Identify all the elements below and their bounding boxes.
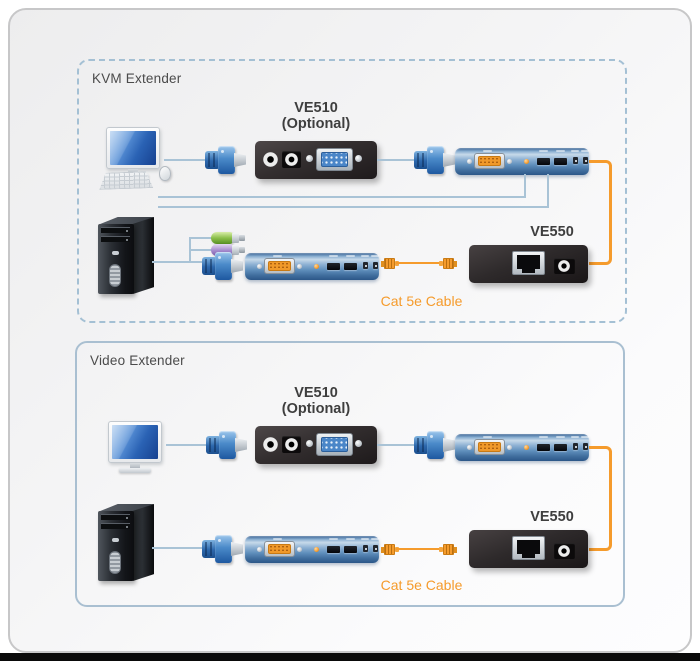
- monitor-screen: [112, 425, 158, 459]
- ps2-keyboard-connector-icon: [211, 232, 248, 244]
- screw-icon: [306, 155, 313, 162]
- cat5e-cable-label: Cat 5e Cable: [380, 293, 463, 309]
- vga-connector-icon: [202, 252, 246, 280]
- extender-unit-bar: [245, 253, 379, 280]
- tower-pc-icon: [98, 504, 156, 582]
- mini-port-icon: [363, 545, 368, 552]
- port-icon: [554, 444, 567, 451]
- vga-connector-icon: [414, 431, 458, 459]
- ve510-device: [255, 141, 377, 179]
- ve510-device: [255, 426, 377, 464]
- kvm-extender-panel: [77, 59, 627, 323]
- mini-port-icon: [373, 262, 378, 269]
- power-jack-icon: [282, 436, 301, 453]
- rj45-port-icon: [512, 251, 545, 275]
- port-icon: [344, 546, 357, 553]
- screw-icon: [355, 155, 362, 162]
- ve510-label: VE510 (Optional): [281, 385, 351, 417]
- cat5e-cable-label: Cat 5e Cable: [380, 577, 463, 593]
- extender-unit-bar: [455, 434, 589, 461]
- status-led-icon: [524, 159, 529, 164]
- port-icon: [537, 158, 550, 165]
- power-jack-icon: [554, 543, 575, 559]
- monitor-frame: [108, 421, 162, 463]
- port-icon: [537, 444, 550, 451]
- screw-icon: [355, 440, 362, 447]
- power-jack-icon: [263, 437, 278, 452]
- status-led-icon: [314, 264, 319, 269]
- monitor-frame: [106, 127, 160, 169]
- monitor-screen: [110, 131, 156, 165]
- vga-port-icon: [474, 153, 505, 169]
- connection-line: [158, 196, 526, 198]
- ve550-label: VE550: [530, 509, 574, 525]
- mouse-icon: [159, 166, 171, 181]
- port-icon: [327, 263, 340, 270]
- cat5e-cable-line: [396, 262, 442, 264]
- rj45-plug-icon: [439, 544, 457, 555]
- connection-line: [377, 159, 415, 161]
- power-jack-icon: [554, 258, 575, 274]
- tower-pc-icon: [98, 217, 156, 295]
- ve550-device: [469, 530, 588, 568]
- vga-port-icon: [264, 541, 295, 557]
- desktop-monitor-icon: [106, 127, 160, 179]
- monitor-base: [119, 468, 151, 473]
- cat5e-cable-path: [589, 446, 612, 551]
- vga-port-icon: [264, 258, 295, 274]
- vga-connector-icon: [205, 146, 249, 174]
- port-icon: [327, 546, 340, 553]
- connection-line: [166, 444, 206, 446]
- status-led-icon: [524, 445, 529, 450]
- port-icon: [554, 158, 567, 165]
- connection-line: [189, 237, 214, 239]
- mini-port-icon: [583, 157, 588, 164]
- kvm-panel-title: KVM Extender: [92, 71, 182, 86]
- connection-line: [152, 547, 206, 549]
- ve510-label: VE510 (Optional): [281, 100, 351, 132]
- diagram-canvas: KVM Extender VE510 (Optional): [8, 8, 692, 653]
- connection-line: [524, 174, 526, 198]
- vga-connector-icon: [414, 146, 458, 174]
- mini-port-icon: [363, 262, 368, 269]
- desktop-monitor-icon: [108, 421, 162, 473]
- connection-line: [377, 444, 414, 446]
- port-icon: [344, 263, 357, 270]
- status-led-icon: [314, 547, 319, 552]
- mini-port-icon: [373, 545, 378, 552]
- mini-port-icon: [573, 157, 578, 164]
- video-extender-panel: [75, 341, 625, 607]
- cat5e-cable-path: [589, 160, 612, 265]
- screw-icon: [306, 440, 313, 447]
- rj45-port-icon: [512, 536, 545, 560]
- vga-port-icon: [316, 148, 353, 171]
- monitor-stand: [130, 463, 140, 468]
- ve550-label: VE550: [530, 224, 574, 240]
- mini-port-icon: [583, 443, 588, 450]
- extender-unit-bar: [245, 536, 379, 563]
- keyboard-icon: [99, 171, 154, 190]
- vga-port-icon: [474, 439, 505, 455]
- video-panel-title: Video Extender: [90, 353, 185, 368]
- cat5e-cable-line: [396, 548, 442, 550]
- connection-line: [164, 159, 206, 161]
- extender-unit-bar: [455, 148, 589, 175]
- ve550-device: [469, 245, 588, 283]
- connection-line: [189, 249, 214, 251]
- connection-line: [158, 206, 549, 208]
- monitor-stand: [128, 169, 138, 174]
- bottom-edge-bar: [0, 653, 700, 661]
- rj45-plug-icon: [439, 258, 457, 269]
- vga-port-icon: [316, 433, 353, 456]
- connection-line: [547, 174, 549, 208]
- connection-line: [152, 261, 206, 263]
- power-jack-icon: [263, 152, 278, 167]
- vga-connector-icon: [202, 535, 246, 563]
- mini-port-icon: [573, 443, 578, 450]
- power-jack-icon: [282, 151, 301, 168]
- vga-connector-icon: [206, 431, 250, 459]
